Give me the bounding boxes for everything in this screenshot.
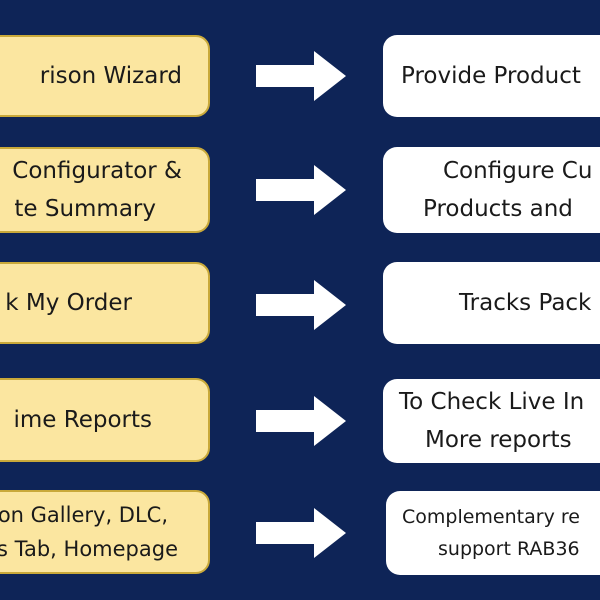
description-label-line1: To Check Live In	[399, 389, 585, 415]
feature-label-line1: Configurator &	[12, 158, 182, 184]
feature-label: ime Reports	[13, 407, 152, 433]
description-box-provide-product: Provide Product	[383, 35, 600, 117]
feature-label: rison Wizard	[39, 63, 182, 89]
feature-box-real-time-reports: ime Reports	[0, 378, 210, 462]
feature-label: k My Order	[5, 290, 132, 316]
right-arrow-icon	[256, 396, 346, 446]
description-label-line1: Configure Cu	[443, 158, 593, 184]
feature-label-line2: te Summary	[14, 196, 156, 222]
right-arrow-icon	[256, 508, 346, 558]
description-box-complementary: Complementary re support RAB36	[386, 491, 600, 575]
feature-box-gallery-dlc-homepage: on Gallery, DLC, s Tab, Homepage	[0, 490, 210, 574]
feature-box-configurator-summary: Configurator & te Summary	[0, 147, 210, 233]
right-arrow-icon	[256, 165, 346, 215]
feature-label-line1: on Gallery, DLC,	[0, 503, 168, 527]
feature-label-line2: s Tab, Homepage	[0, 537, 178, 561]
description-label-line2: support RAB36	[438, 538, 580, 560]
description-label-line1: Complementary re	[402, 506, 580, 528]
description-label-line2: More reports	[425, 427, 572, 453]
right-arrow-icon	[256, 51, 346, 101]
description-box-live-reports: To Check Live In More reports	[383, 379, 600, 463]
description-box-configure: Configure Cu Products and	[383, 147, 600, 233]
description-label-line2: Products and	[423, 196, 573, 222]
feature-box-track-my-order: k My Order	[0, 262, 210, 344]
description-label: Provide Product	[401, 63, 581, 89]
description-label: Tracks Pack	[459, 290, 592, 316]
description-box-tracks-package: Tracks Pack	[383, 262, 600, 344]
right-arrow-icon	[256, 280, 346, 330]
feature-box-comparison-wizard: rison Wizard	[0, 35, 210, 117]
